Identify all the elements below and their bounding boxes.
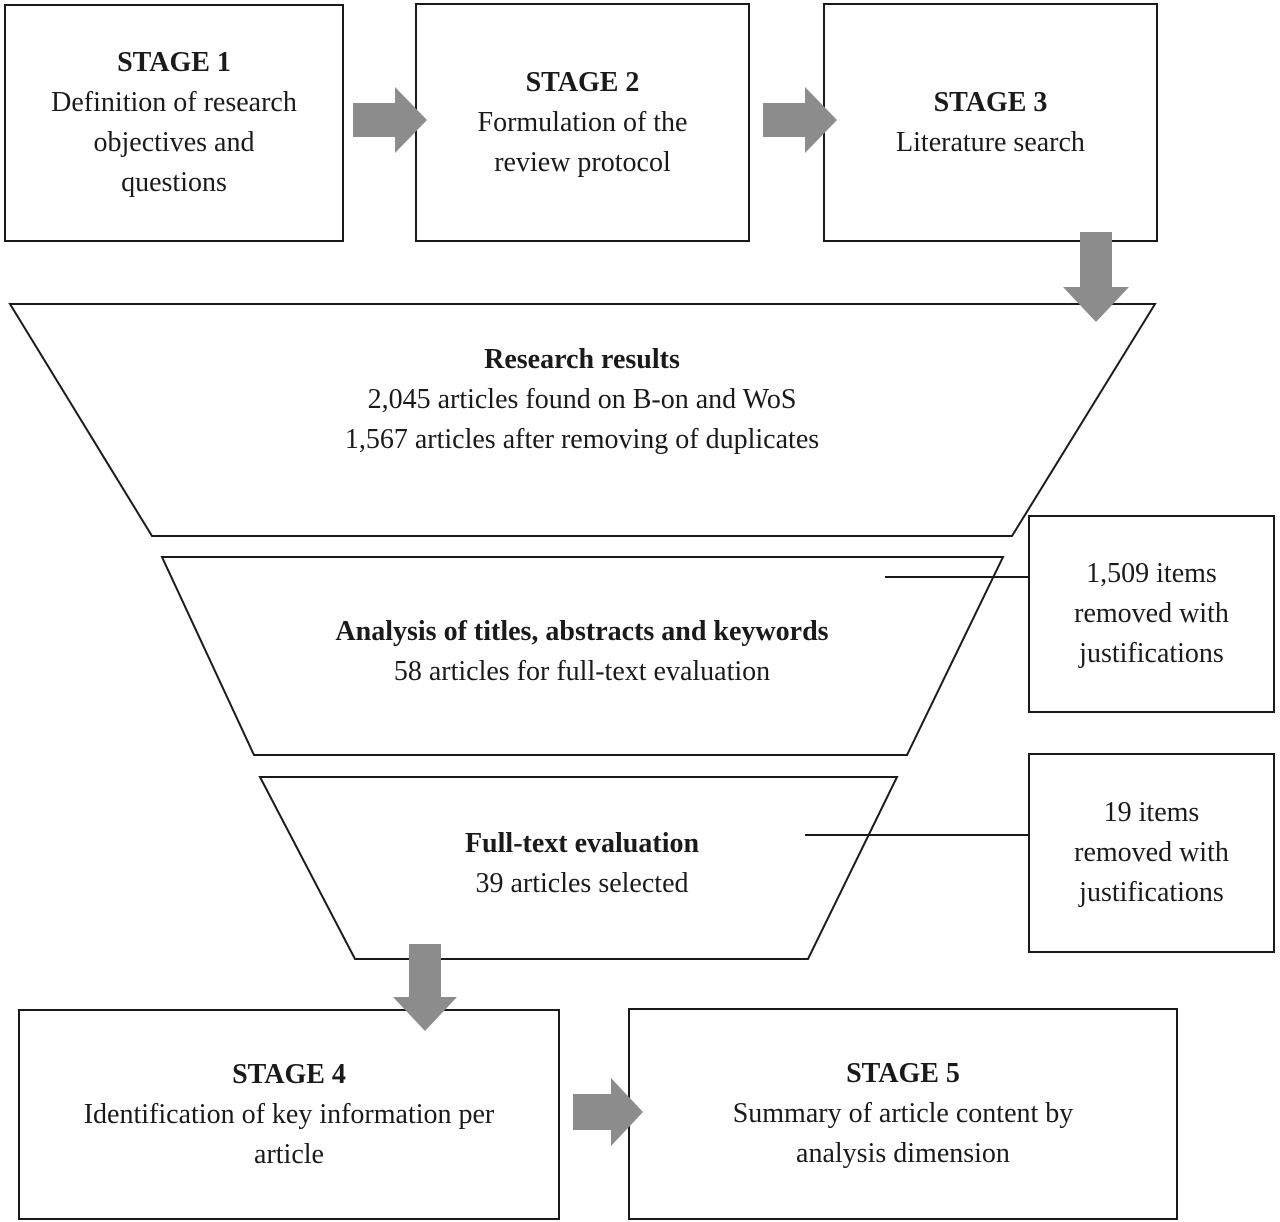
stage-3-title: STAGE 3: [933, 86, 1048, 118]
funnel-level-2-shape: [160, 556, 1005, 756]
stage-2-description: Formulation of the review protocol: [477, 106, 688, 178]
stage-4-title: STAGE 4: [232, 1058, 346, 1090]
removed-items-note-2-text: 19 items removed with justifications: [1074, 797, 1229, 908]
funnel-level-1-shape: [8, 303, 1157, 537]
stage-4-description: Identification of key information per ar…: [83, 1098, 495, 1170]
removed-items-note-1-text: 1,509 items removed with justifications: [1074, 558, 1229, 669]
funnel-level-3-detail: 39 articles selected: [475, 868, 689, 899]
funnel-level-2-text: Analysis of titles, abstracts and keywor…: [232, 612, 932, 692]
stage-2-box: STAGE 2 Formulation of the review protoc…: [415, 3, 750, 242]
funnel-level-3-shape: [258, 776, 899, 960]
funnel-level-2-title: Analysis of titles, abstracts and keywor…: [335, 616, 829, 647]
stage-3-box: STAGE 3 Literature search: [823, 3, 1158, 242]
stage-1-box: STAGE 1 Definition of research objective…: [4, 4, 344, 242]
stage-4-box: STAGE 4 Identification of key informatio…: [18, 1009, 560, 1220]
stage-1-title: STAGE 1: [117, 47, 231, 78]
funnel-level-3-text: Full-text evaluation 39 articles selecte…: [282, 824, 882, 904]
stage-5-box: STAGE 5 Summary of article content by an…: [628, 1008, 1178, 1220]
removed-items-note-2: 19 items removed with justifications: [1028, 753, 1275, 953]
stage-1-description: Definition of research objectives and qu…: [51, 87, 297, 198]
stage-3-description: Literature search: [896, 126, 1085, 158]
funnel-level-1-title: Research results: [484, 344, 680, 375]
funnel-level-2-detail: 58 articles for full-text evaluation: [393, 656, 771, 687]
funnel-level-1-detail: 2,045 articles found on B-on and WoS 1,5…: [344, 384, 820, 455]
arrow-down-icon-stage3-funnel: [1063, 232, 1129, 322]
stage-5-title: STAGE 5: [846, 1058, 960, 1089]
stage-2-title: STAGE 2: [525, 66, 640, 98]
stage-5-description: Summary of article content by analysis d…: [732, 1098, 1074, 1169]
funnel-level-1-text: Research results 2,045 articles found on…: [232, 340, 932, 460]
removed-items-note-1: 1,509 items removed with justifications: [1028, 515, 1275, 713]
funnel-level-3-title: Full-text evaluation: [464, 828, 700, 859]
